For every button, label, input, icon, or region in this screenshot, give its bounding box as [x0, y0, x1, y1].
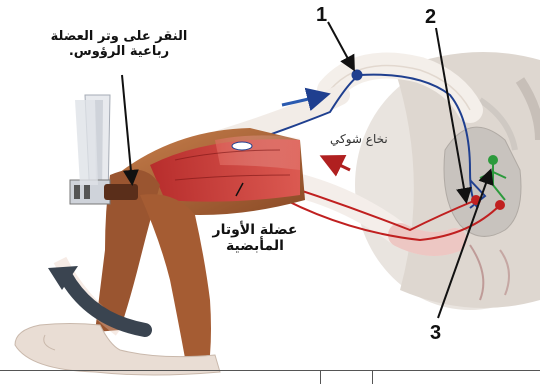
reflex-hammer — [70, 95, 138, 204]
tap-tendon-line-2: رباعية الرؤوس. — [34, 45, 204, 60]
table-cell-divider — [320, 371, 321, 384]
tap-tendon-line-1: النقر على وتر العضلة — [34, 30, 204, 45]
flexor-muscle-line-2: المأبضية — [190, 238, 320, 254]
muscle-spindle — [232, 142, 252, 150]
spinal-cord-label: نخاع شوكي — [330, 132, 388, 146]
table-edge-strip — [0, 370, 540, 384]
label-number-2: 2 — [425, 6, 436, 29]
table-cell-divider — [372, 371, 373, 384]
flexor-muscle-line-1: عضلة الأوتار — [190, 222, 320, 238]
label-number-1: 1 — [316, 4, 327, 27]
tap-tendon-label: النقر على وتر العضلة رباعية الرؤوس. — [34, 30, 204, 60]
flexor-muscle-label: عضلة الأوتار المأبضية — [190, 222, 320, 254]
label-number-3: 3 — [430, 322, 441, 345]
